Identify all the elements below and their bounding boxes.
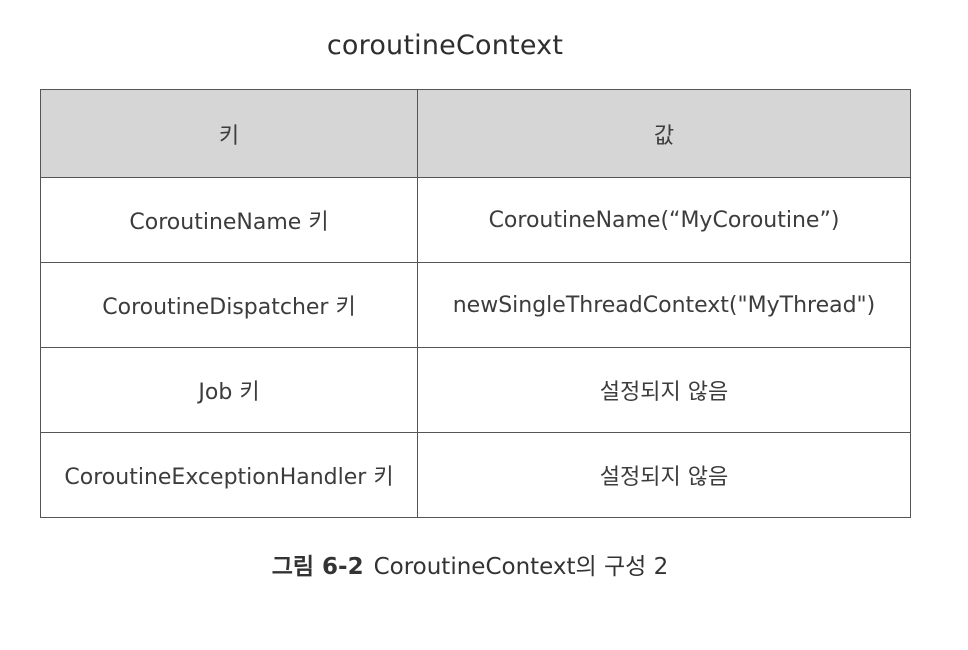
header-key: 키 [40,89,418,178]
figure-caption: 그림 6-2 CoroutineContext의 구성 2 [0,547,940,581]
row-key-cell: CoroutineName 키 [40,177,418,263]
context-table: 키 값 CoroutineName 키 CoroutineName(“MyCor… [40,89,911,518]
figure-number: 그림 6-2 [271,554,364,580]
row-value-cell: CoroutineName(“MyCoroutine”) [417,177,911,263]
figure-caption-text: CoroutineContext의 구성 2 [373,554,669,580]
table-row: CoroutineDispatcher 키 newSingleThreadCon… [40,262,911,348]
row-key-cell: CoroutineDispatcher 키 [40,262,418,348]
table-row: Job 키 설정되지 않음 [40,347,911,433]
row-key-cell: CoroutineExceptionHandler 키 [40,432,418,518]
row-key-cell: Job 키 [40,347,418,433]
header-value: 값 [417,89,911,178]
row-value-cell: 설정되지 않음 [417,347,911,433]
table-row: CoroutineName 키 CoroutineName(“MyCorouti… [40,177,911,263]
table-row: CoroutineExceptionHandler 키 설정되지 않음 [40,432,911,518]
figure-title: coroutineContext [326,30,564,61]
row-value-cell: newSingleThreadContext("MyThread") [417,262,911,348]
table-header-row: 키 값 [40,89,911,178]
row-value-cell: 설정되지 않음 [417,432,911,518]
